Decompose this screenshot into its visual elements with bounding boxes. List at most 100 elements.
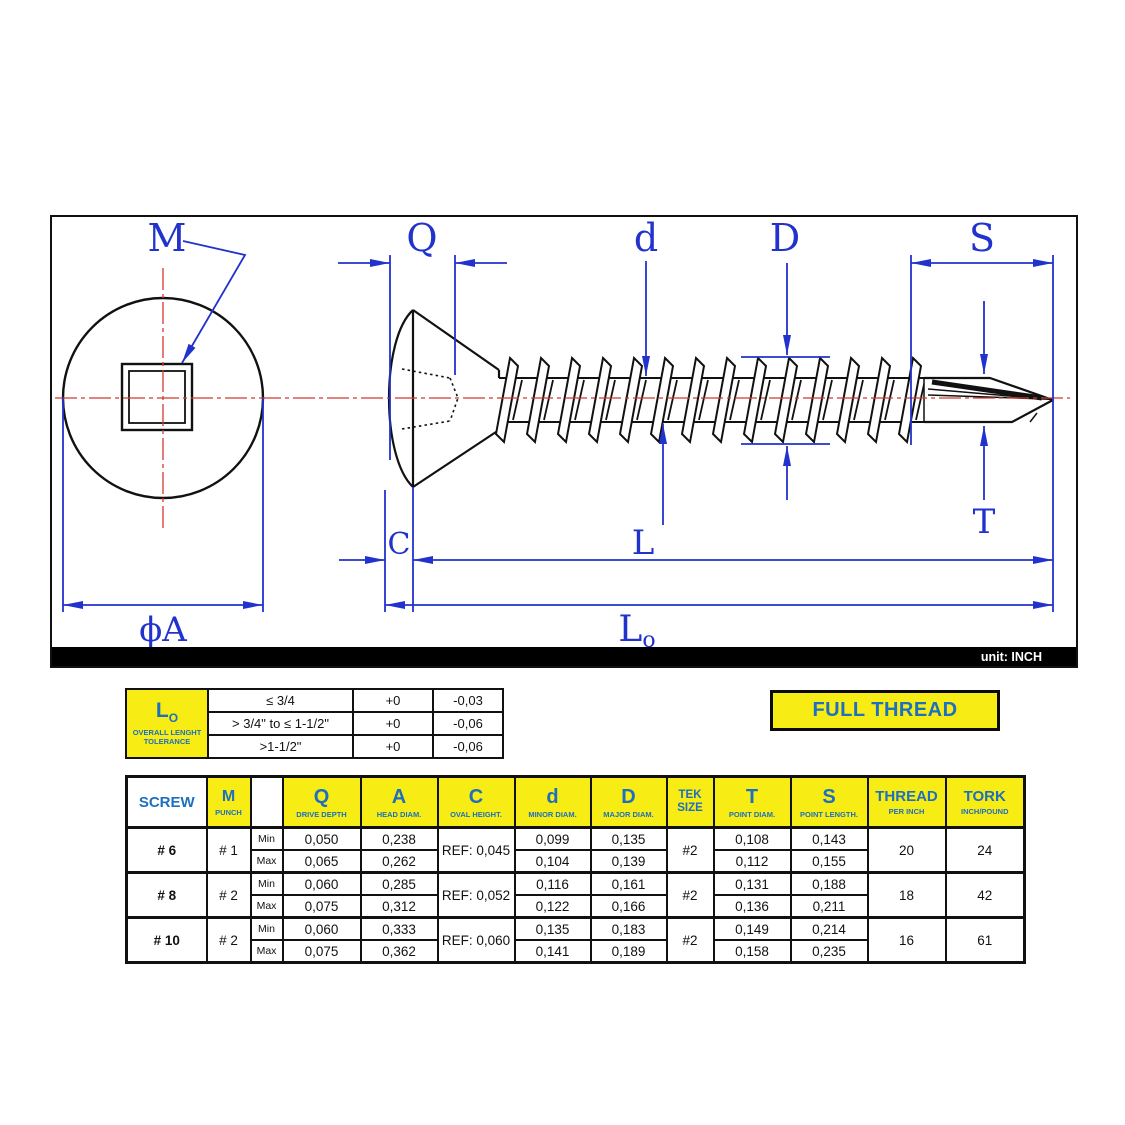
spec-row-6-min: # 6 # 1 Min 0,050 0,238 REF: 0,045 0,099…: [125, 826, 1026, 874]
tolerance-plus: +0: [352, 734, 434, 759]
label-D: D: [770, 217, 800, 260]
label-phi-a: ϕA: [139, 610, 187, 650]
t-max: 0,158: [712, 939, 792, 964]
punch-size: # 2: [205, 916, 252, 964]
punch-size: # 1: [205, 826, 252, 874]
label-s: S: [969, 217, 995, 260]
s-max: 0,211: [789, 894, 869, 919]
tolerance-row: >1-1/2" +0 -0,06: [126, 734, 504, 759]
s-max: 0,155: [789, 849, 869, 874]
label-l: L: [632, 523, 655, 563]
tolerance-header-cell: LO OVERALL LENGHT TOLERANCE: [125, 688, 209, 759]
label-m: M: [148, 217, 187, 260]
tolerance-row: LO OVERALL LENGHT TOLERANCE ≤ 3/4 +0 -0,…: [125, 688, 504, 759]
punch-size: # 2: [205, 871, 252, 919]
c-ref: REF: 0,060: [436, 916, 516, 964]
dimension-labels: M Q d D S T C L Lo ϕA: [139, 216, 996, 653]
col-header-minmax: [249, 775, 284, 829]
thread-per-inch: 18: [866, 871, 947, 919]
tork: 42: [944, 871, 1026, 919]
major-d-max: 0,139: [589, 849, 668, 874]
c-ref: REF: 0,052: [436, 871, 516, 919]
label-c: C: [388, 527, 411, 562]
min-label: Min: [249, 916, 284, 941]
flute-edge: [931, 379, 1043, 401]
d-min: 0,099: [513, 826, 592, 851]
screw-size: # 6: [125, 826, 208, 874]
d-max: 0,104: [513, 849, 592, 874]
label-lo: Lo: [618, 609, 655, 653]
s-min: 0,214: [789, 916, 869, 941]
tolerance-minus: -0,06: [432, 711, 504, 736]
q-max: 0,065: [281, 849, 362, 874]
tek-size: #2: [665, 916, 715, 964]
max-label: Max: [249, 939, 284, 964]
a-max: 0,362: [359, 939, 439, 964]
tek-size: #2: [665, 871, 715, 919]
d-max: 0,122: [513, 894, 592, 919]
spec-row-10-max: Max 0,075 0,362 0,141 0,189 0,158 0,235: [127, 939, 1025, 964]
max-label: Max: [249, 894, 284, 919]
centerlines: [55, 268, 1070, 530]
full-thread-banner: FULL THREAD: [770, 690, 1000, 731]
d-max: 0,141: [513, 939, 592, 964]
a-max: 0,312: [359, 894, 439, 919]
square-drive-outer: [120, 362, 194, 432]
t-min: 0,149: [712, 916, 792, 941]
major-d-min: 0,135: [589, 826, 668, 851]
tolerance-row: > 3/4" to ≤ 1-1/2" +0 -0,06: [126, 711, 504, 736]
label-t: T: [973, 502, 996, 542]
thread-per-inch: 20: [866, 826, 947, 874]
tork: 24: [944, 826, 1026, 874]
tork: 61: [944, 916, 1026, 964]
q-max: 0,075: [281, 894, 362, 919]
major-d-min: 0,161: [589, 871, 668, 896]
a-max: 0,262: [359, 849, 439, 874]
thread-per-inch: 16: [866, 916, 947, 964]
tolerance-range: ≤ 3/4: [207, 688, 354, 713]
square-drive-inner: [128, 370, 186, 424]
drill-point: [923, 376, 1055, 424]
d-min: 0,116: [513, 871, 592, 896]
q-min: 0,050: [281, 826, 362, 851]
technical-drawing-panel: M Q d D S T C L Lo ϕA unit: INCH: [50, 215, 1078, 668]
unit-strip: unit: INCH: [52, 647, 1076, 666]
d-min: 0,135: [513, 916, 592, 941]
t-max: 0,112: [712, 849, 792, 874]
t-min: 0,131: [712, 871, 792, 896]
spec-row-6-max: Max 0,065 0,262 0,104 0,139 0,112 0,155: [127, 849, 1025, 874]
screw-drawing: M Q d D S T C L Lo ϕA unit: INCH: [52, 216, 1076, 666]
thread-profile: [495, 357, 926, 443]
tolerance-plus: +0: [352, 711, 434, 736]
a-min: 0,238: [359, 826, 439, 851]
c-ref: REF: 0,045: [436, 826, 516, 874]
spec-row-8-min: # 8 # 2 Min 0,060 0,285 REF: 0,052 0,116…: [125, 871, 1026, 919]
q-min: 0,060: [281, 916, 362, 941]
tolerance-plus: +0: [352, 688, 434, 713]
label-d: d: [634, 217, 658, 260]
drive-recess-hidden-lines: [401, 368, 459, 430]
major-d-min: 0,183: [589, 916, 668, 941]
tolerance-minus: -0,03: [432, 688, 504, 713]
dimensions: [62, 240, 1054, 612]
lo-symbol: LO: [155, 698, 179, 726]
a-min: 0,333: [359, 916, 439, 941]
a-min: 0,285: [359, 871, 439, 896]
t-max: 0,136: [712, 894, 792, 919]
s-max: 0,235: [789, 939, 869, 964]
unit-note: unit: INCH: [981, 650, 1042, 664]
tolerance-caption: OVERALL LENGHT TOLERANCE: [132, 728, 202, 747]
q-min: 0,060: [281, 871, 362, 896]
max-label: Max: [249, 849, 284, 874]
major-d-max: 0,166: [589, 894, 668, 919]
